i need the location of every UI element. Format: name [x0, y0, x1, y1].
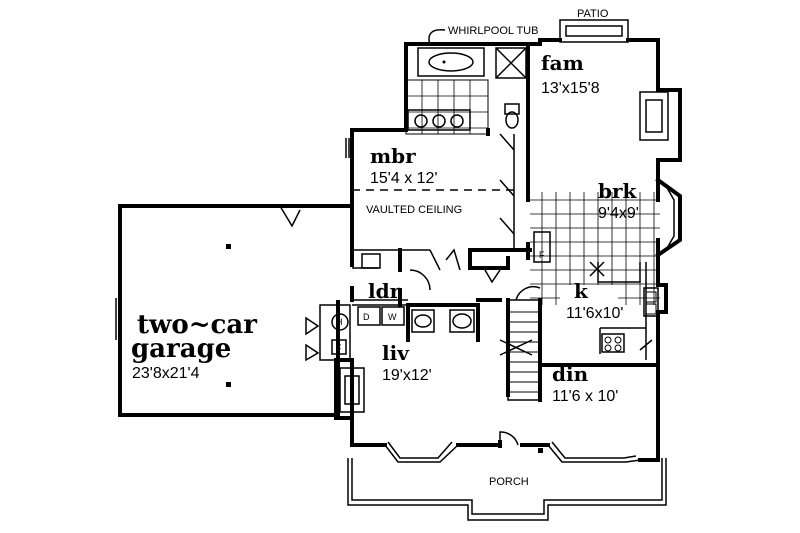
breakfast-tile-floor — [530, 192, 660, 323]
furnace-label: F — [336, 343, 342, 353]
bath-vanity — [407, 109, 471, 131]
dryer-label: D — [363, 312, 370, 322]
fridge-label: F — [539, 250, 545, 260]
k-room-dimensions: 11'6x10' — [566, 305, 623, 322]
interior-doors — [409, 248, 653, 351]
vaulted-ceiling-label: VAULTED CEILING — [366, 204, 462, 216]
garage-name-line2: garage — [131, 334, 231, 364]
water-heater-label: H — [336, 317, 343, 327]
fireplace-liv — [334, 358, 365, 420]
din-room-name: din — [552, 362, 589, 386]
garage-side-door — [279, 205, 301, 228]
fridge — [533, 231, 551, 263]
garage-post — [226, 244, 231, 249]
liv-room-name: liv — [382, 341, 410, 365]
fam-room-dimensions: 13'x15'8 — [541, 80, 600, 97]
patio-label: PATIO — [577, 8, 609, 20]
kitchen-counters — [589, 261, 668, 360]
porch — [347, 458, 667, 521]
garage-dimensions: 23'8x21'4 — [132, 365, 200, 382]
garage-post — [226, 382, 231, 387]
mbr-room-name: mbr — [370, 144, 416, 168]
brk-room-name: brk — [598, 179, 638, 203]
fam-room-name: fam — [541, 51, 584, 75]
whirlpool-leader — [428, 29, 446, 46]
ldr-room-name: ldr — [368, 279, 401, 303]
garage-name-line1: two~car — [137, 310, 257, 340]
patio-door — [559, 19, 629, 43]
porch-label: PORCH — [489, 476, 529, 488]
whirlpool-label: WHIRLPOOL TUB — [448, 25, 538, 37]
k-room-name: k — [574, 279, 589, 303]
mechanical-closet — [305, 304, 351, 362]
shower-stall — [495, 47, 527, 79]
din-room-dimensions: 11'6 x 10' — [552, 388, 618, 405]
closet-mbr — [499, 133, 515, 250]
front-door — [498, 431, 543, 453]
fireplace-fam — [639, 88, 682, 162]
whirlpool-tub — [417, 47, 485, 77]
liv-room-dimensions: 19'x12' — [382, 367, 432, 384]
garage-window — [115, 298, 120, 340]
washer-label: W — [388, 312, 397, 322]
toilet — [504, 103, 520, 129]
window-mbr — [345, 138, 350, 158]
mbr-room-dimensions: 15'4 x 12' — [370, 170, 438, 187]
breakfast-bay — [655, 177, 682, 258]
staircase — [499, 285, 541, 401]
brk-room-dimensions: 9'4x9' — [598, 205, 639, 222]
laundry-appliances — [357, 253, 475, 333]
